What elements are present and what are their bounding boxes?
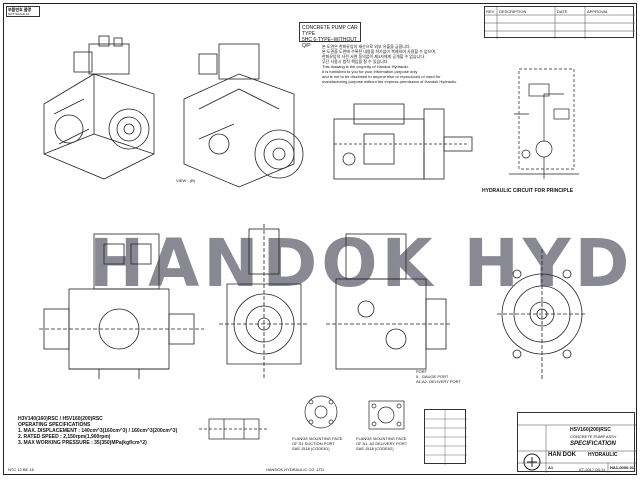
bottom-company: HANDOK HYDRAULIC CO.,LTD [266, 467, 324, 472]
notice-en-1: This drawing is the property of Handok H… [322, 64, 410, 69]
sheet-size: A1 [548, 465, 554, 470]
title-spec-word: SPECIFICATION [570, 441, 616, 447]
flange-view-right [497, 249, 587, 379]
flange-right-line3: SAE J518 (CODE62) [356, 446, 394, 451]
confidential-notice: 본 도면은 한화유압의 재산으로 외부 유출을 금합니다. 본 도면을 도면에 … [322, 44, 492, 84]
part-number-tag: 부품번호 품명 NOT SCALE A3 [6, 6, 40, 17]
desc-header: DESCRIPTION [499, 9, 527, 14]
scale-label: NOT SCALE A3 [8, 12, 30, 16]
title-model: HSV160(200)RSC [570, 427, 611, 433]
operating-specs: H3V140(160)RSC / H5V160(200)RSC OPERATIN… [18, 416, 193, 446]
pump-type-line2: 5HC 6-TYPE–WITHOUT Q/P [302, 37, 357, 49]
port-data-table [424, 409, 467, 465]
drawing-number: HA1-0000-01 [610, 465, 635, 470]
approval-header: APPROVAL [587, 9, 609, 14]
isometric-pump-right [183, 43, 304, 188]
flange-left-line1: FLANGE MOUNTING FACE [292, 436, 343, 441]
gauge-port-note: PORT 5 - GAUGE PORT A1,A2: DELIVERY PORT [416, 369, 486, 384]
pump-type-box: CONCRETE PUMP CAR TYPE 5HC 6-TYPE–WITHOU… [299, 22, 361, 49]
notice-en-3: and is not to be disclosed to anyone els… [322, 74, 441, 79]
drawing-sheet: 부품번호 품명 NOT SCALE A3 REV DESCRIPTION DAT… [3, 3, 637, 475]
gauge-note-3: A1,A2: DELIVERY PORT [416, 379, 461, 384]
spec-heading: OPERATING SPECIFICATIONS [18, 422, 91, 428]
isometric-pump-left [43, 35, 155, 180]
shaft-detail [199, 418, 269, 440]
spec-line-2: 2. RATED SPEED : 2,150rpm(1,900rpm) [18, 434, 111, 440]
title-block-grid [518, 424, 636, 473]
bottom-right-code: KT-2017-04-11 [579, 467, 606, 472]
flange-right-diagram [368, 400, 405, 430]
bottom-left-code: NTC 12 BE 16 [8, 467, 34, 472]
title-sub: CONCRETE PUMP ASSY [570, 434, 617, 439]
part-number-label: 부품번호 품명 [8, 7, 32, 12]
company-name-2: HYDRAULIC [588, 452, 618, 458]
hydraulic-circuit [504, 54, 584, 184]
spec-line-3: 3. MAX WORKING PRESSURE : 35(350)MPa(kgf… [18, 440, 147, 446]
notice-ko-2: 본 도면을 도면에 수록된 내용을 허가없이 복제하여 사용할 수 없으며, [322, 49, 437, 54]
flange-left-diagram [304, 395, 338, 429]
title-block: HSV160(200)RSC CONCRETE PUMP ASSY SPECIF… [517, 412, 636, 473]
gauge-note-2: 5 - GAUGE PORT [416, 374, 449, 379]
flange-right-line2: OF A1, A2 DELIVERY PORT [356, 441, 408, 446]
flange-left-line3: SAE J518 (CODE61) [292, 446, 330, 451]
notice-en-4: manufacturing purpose without the expres… [322, 79, 458, 84]
gauge-note-1: PORT [416, 369, 428, 374]
view-b-label: VIEW - (B) [176, 178, 196, 183]
side-view-top [333, 103, 473, 180]
front-view-left [39, 233, 204, 379]
revision-table: REV DESCRIPTION DATE APPROVAL [484, 6, 635, 39]
flange-left-line2: OF S1 SUCTION PORT [292, 441, 335, 446]
flange-right-line1: FLANGE MOUNTING FACE [356, 436, 407, 441]
circuit-schematic [509, 68, 579, 179]
pump-type-line1: CONCRETE PUMP CAR TYPE [302, 25, 358, 37]
notice-en-2: It is furnished to you for your informat… [322, 69, 418, 74]
flange-right-caption: FLANGE MOUNTING FACE OF A1, A2 DELIVERY … [356, 436, 418, 451]
notice-ko-3: 한화유압의 사전 서면 동의없이 제3자에게 공개할 수 없습니다. [322, 54, 426, 59]
date-header: DATE [557, 9, 568, 14]
spec-line-1: 1. MAX. DISPLACEMENT : 140cm^3(160cm^3) … [18, 428, 178, 434]
flange-left-caption: FLANGE MOUNTING FACE OF S1 SUCTION PORT … [292, 436, 354, 451]
side-view-middle [326, 233, 451, 370]
company-logo-icon [523, 453, 541, 471]
end-view [219, 224, 309, 379]
notice-ko-4: 무단 사용시 법적 책임을 질 수 있습니다. [322, 59, 389, 64]
notice-ko-1: 본 도면은 한화유압의 재산으로 외부 유출을 금합니다. [322, 44, 411, 49]
spec-model: H3V140(160)RSC / H5V160(200)RSC [18, 416, 103, 422]
circuit-title: HYDRAULIC CIRCUIT FOR PRINCIPLE [482, 188, 574, 194]
company-name-1: HAN DOK [548, 452, 576, 458]
rev-header: REV [486, 9, 495, 14]
port-table-grid [425, 410, 467, 465]
revision-grid [485, 7, 635, 39]
